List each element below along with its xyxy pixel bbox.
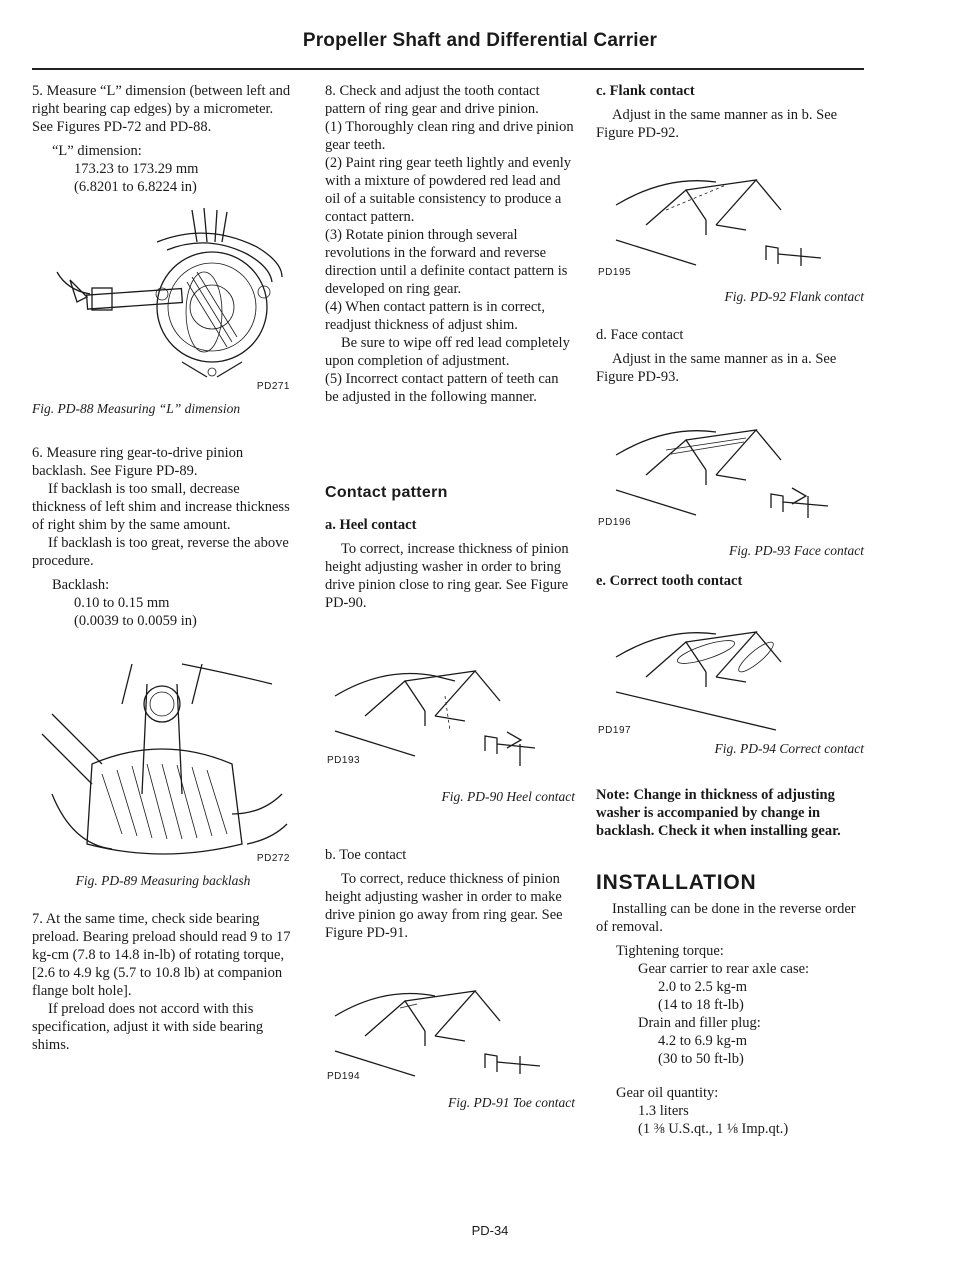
torque-label: Tightening torque: [616, 943, 724, 959]
heel-contact-text: To correct, increase thickness of pinion… [325, 541, 569, 611]
torque-item-2: Drain and filler plug: [638, 1015, 761, 1031]
toe-contact-text: To correct, reduce thickness of pinion h… [325, 871, 563, 941]
note-text: Note: Change in thickness of adjusting w… [596, 787, 841, 839]
column-right: c. Flank contact Adjust in the same mann… [596, 82, 864, 1138]
figure-pd-93: PD196 [596, 410, 864, 538]
flank-contact-tooth-illustration [615, 179, 822, 266]
face-contact-title: d. Face contact [596, 327, 684, 343]
substep-1: (1) Thoroughly clean ring and drive pini… [325, 119, 574, 153]
torque-item-1-value-metric: 2.0 to 2.5 kg-m [658, 979, 748, 995]
figure-caption: Fig. PD-94 Correct contact [714, 741, 864, 756]
correct-contact-tooth-illustration [615, 631, 782, 731]
column-left: 5. Measure “L” dimension (between left a… [32, 82, 294, 1054]
figure-code: PD196 [598, 517, 632, 528]
figure-caption: Fig. PD-88 Measuring “L” dimension [32, 401, 241, 416]
figure-pd-89: PD272 [32, 644, 294, 866]
figure-code: PD193 [327, 755, 361, 766]
gear-oil-value-quarts: (1 ⅜ U.S.qt., 1 ⅛ Imp.qt.) [638, 1121, 789, 1137]
l-dimension-label: “L” dimension: [52, 143, 142, 159]
column-middle: 8. Check and adjust the tooth contact pa… [325, 82, 575, 1112]
l-dimension-value-mm: 173.23 to 173.29 mm [74, 161, 199, 177]
figure-pd-94: PD197 [596, 612, 864, 740]
step-7-paragraph-2: If preload does not accord with this spe… [32, 1001, 264, 1053]
figure-caption: Fig. PD-93 Face contact [729, 543, 864, 558]
measuring-backlash-illustration [41, 663, 288, 855]
step-7-text: 7. At the same time, check side bearing … [32, 911, 291, 999]
torque-item-2-value-metric: 4.2 to 6.9 kg-m [658, 1033, 748, 1049]
backlash-label: Backlash: [52, 577, 110, 593]
figure-pd-90: PD193 [325, 656, 575, 784]
installation-heading: INSTALLATION [596, 871, 757, 894]
toe-contact-title: b. Toe contact [325, 847, 407, 863]
gear-oil-label: Gear oil quantity: [616, 1085, 719, 1101]
figure-pd-91: PD194 [325, 976, 575, 1094]
flank-contact-text: Adjust in the same manner as in b. See F… [596, 107, 838, 141]
step-5-text: 5. Measure “L” dimension (between left a… [32, 83, 291, 135]
figure-caption: Fig. PD-92 Flank contact [724, 289, 864, 304]
page-header: Propeller Shaft and Differential Carrier [302, 30, 658, 51]
step-6-text: 6. Measure ring gear-to-drive pinion bac… [32, 445, 244, 479]
figure-code: PD194 [327, 1071, 361, 1082]
substep-2: (2) Paint ring gear teeth lightly and ev… [325, 155, 572, 225]
substep-3: (3) Rotate pinion through several revolu… [325, 227, 568, 297]
toe-contact-tooth-illustration [334, 990, 541, 1077]
substep-5: (5) Incorrect contact pattern of teeth c… [325, 371, 559, 405]
backlash-value-in: (0.0039 to 0.0059 in) [74, 613, 197, 629]
step-8-text: 8. Check and adjust the tooth contact pa… [325, 83, 540, 117]
l-dimension-value-in: (6.8201 to 6.8224 in) [74, 179, 197, 195]
figure-caption: Fig. PD-89 Measuring backlash [75, 873, 251, 888]
figure-code: PD271 [256, 381, 290, 392]
torque-item-1: Gear carrier to rear axle case: [638, 961, 810, 977]
figure-caption: Fig. PD-91 Toe contact [448, 1095, 575, 1110]
header-rule [32, 68, 864, 70]
figure-caption: Fig. PD-90 Heel contact [441, 789, 575, 804]
step-6-paragraph-2: If backlash is too small, decrease thick… [32, 481, 290, 533]
substep-4: (4) When contact pattern is in correct, … [325, 299, 545, 333]
heel-contact-title: a. Heel contact [325, 517, 417, 533]
heel-contact-tooth-illustration [334, 670, 536, 766]
torque-item-2-value-imperial: (30 to 50 ft-lb) [658, 1051, 744, 1067]
face-contact-text: Adjust in the same manner as in a. See F… [596, 351, 837, 385]
installation-text: Installing can be done in the reverse or… [596, 901, 856, 935]
torque-item-1-value-imperial: (14 to 18 ft-lb) [658, 997, 744, 1013]
page-number: PD-34 [471, 1223, 509, 1238]
figure-pd-92: PD195 [596, 160, 864, 288]
figure-code: PD195 [598, 267, 632, 278]
figure-code: PD197 [598, 725, 632, 736]
figure-code: PD272 [256, 853, 290, 864]
figure-pd-88: PD271 [32, 202, 294, 394]
correct-contact-title: e. Correct tooth contact [596, 573, 743, 589]
backlash-value-mm: 0.10 to 0.15 mm [74, 595, 170, 611]
contact-pattern-heading: Contact pattern [325, 484, 448, 501]
step-6-paragraph-3: If backlash is too great, reverse the ab… [32, 535, 289, 569]
flank-contact-title: c. Flank contact [596, 83, 695, 99]
measuring-l-dimension-illustration [56, 207, 283, 378]
face-contact-tooth-illustration [615, 429, 829, 518]
gear-oil-value-liters: 1.3 liters [638, 1103, 689, 1119]
substep-4-paragraph-2: Be sure to wipe off red lead completely … [325, 335, 570, 369]
